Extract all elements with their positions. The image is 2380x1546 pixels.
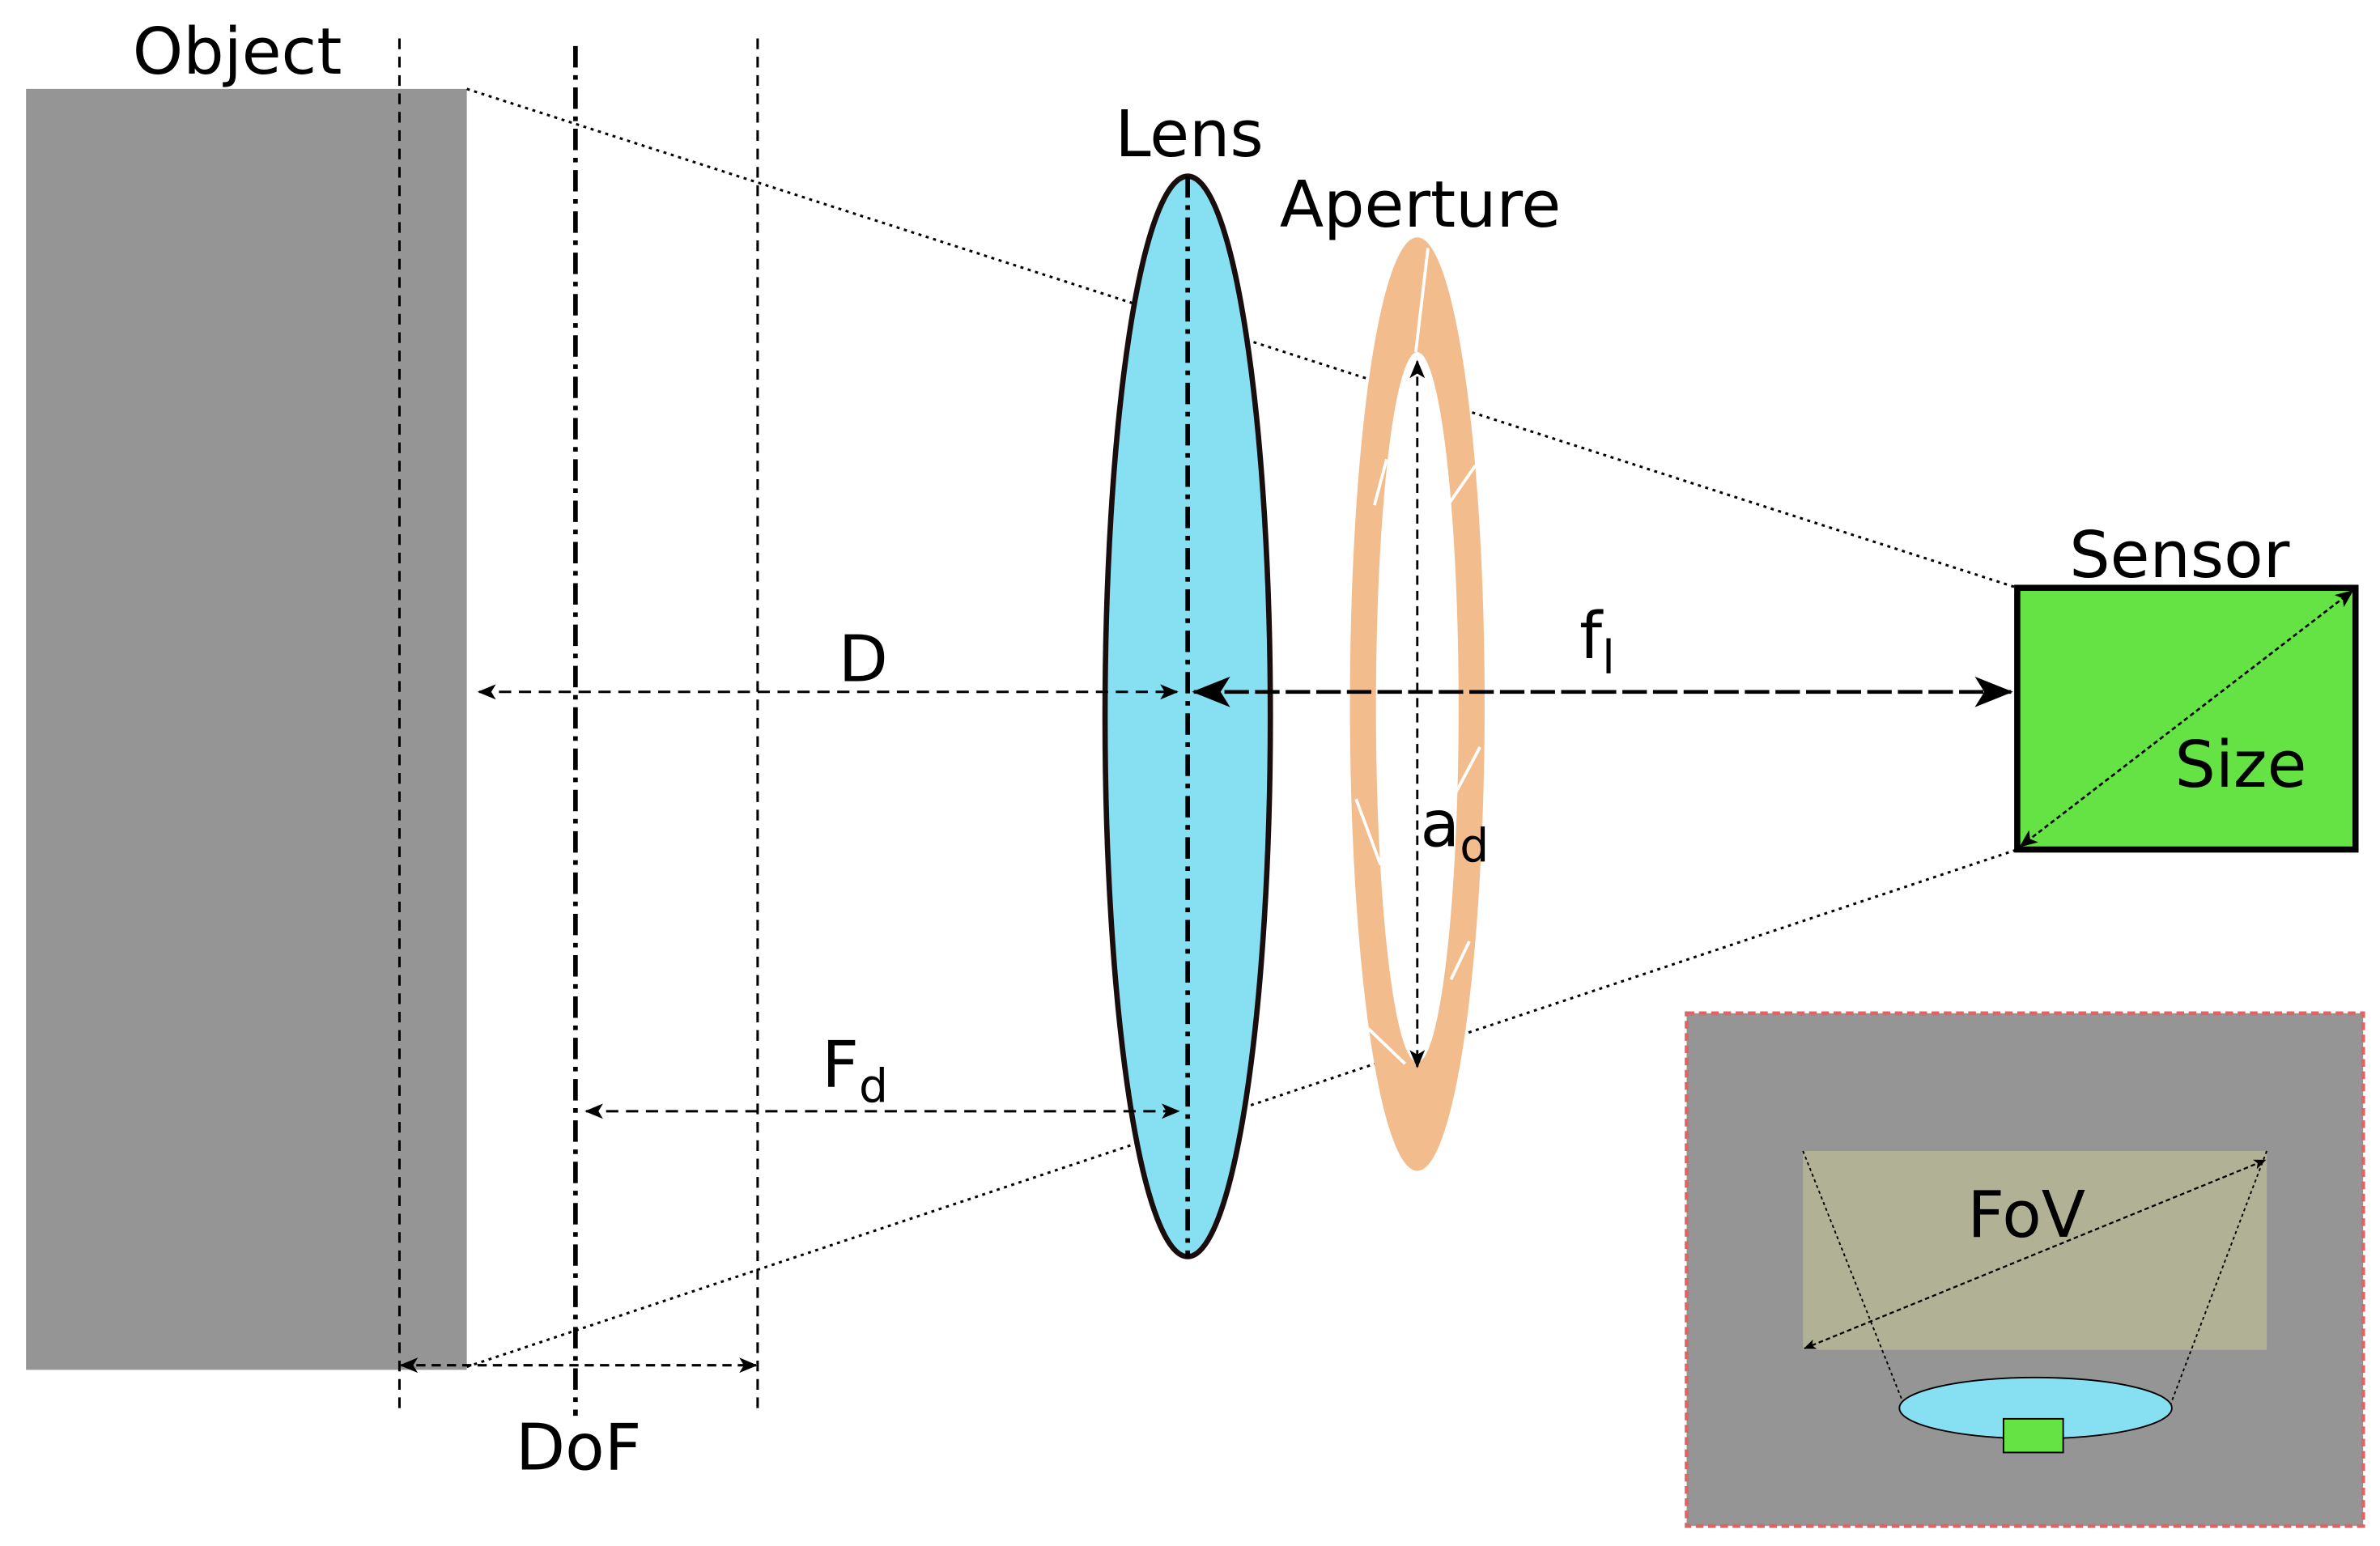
lens-label: Lens bbox=[1115, 96, 1263, 172]
fov-diagonal-arrow bbox=[1803, 1159, 2267, 1349]
object-label: Object bbox=[133, 14, 342, 89]
aperture-label: Aperture bbox=[1280, 167, 1561, 242]
fov-inset: FoV bbox=[1685, 1011, 2365, 1528]
sensor-size-label: Size bbox=[2174, 727, 2306, 802]
focus-distance-label: Fd bbox=[822, 1027, 888, 1114]
fov-sensor bbox=[2002, 1417, 2064, 1454]
sensor-label: Sensor bbox=[2069, 517, 2289, 592]
focal-length-label: fl bbox=[1579, 598, 1615, 685]
fov-label: FoV bbox=[1967, 1177, 2085, 1252]
dof-label: DoF bbox=[516, 1409, 641, 1484]
sensor-size-arrow bbox=[2019, 589, 2354, 847]
aperture-diameter-label: ad bbox=[1421, 787, 1490, 873]
object-block bbox=[26, 88, 467, 1370]
distance-label: D bbox=[839, 622, 888, 697]
upper-ray bbox=[466, 87, 2018, 589]
